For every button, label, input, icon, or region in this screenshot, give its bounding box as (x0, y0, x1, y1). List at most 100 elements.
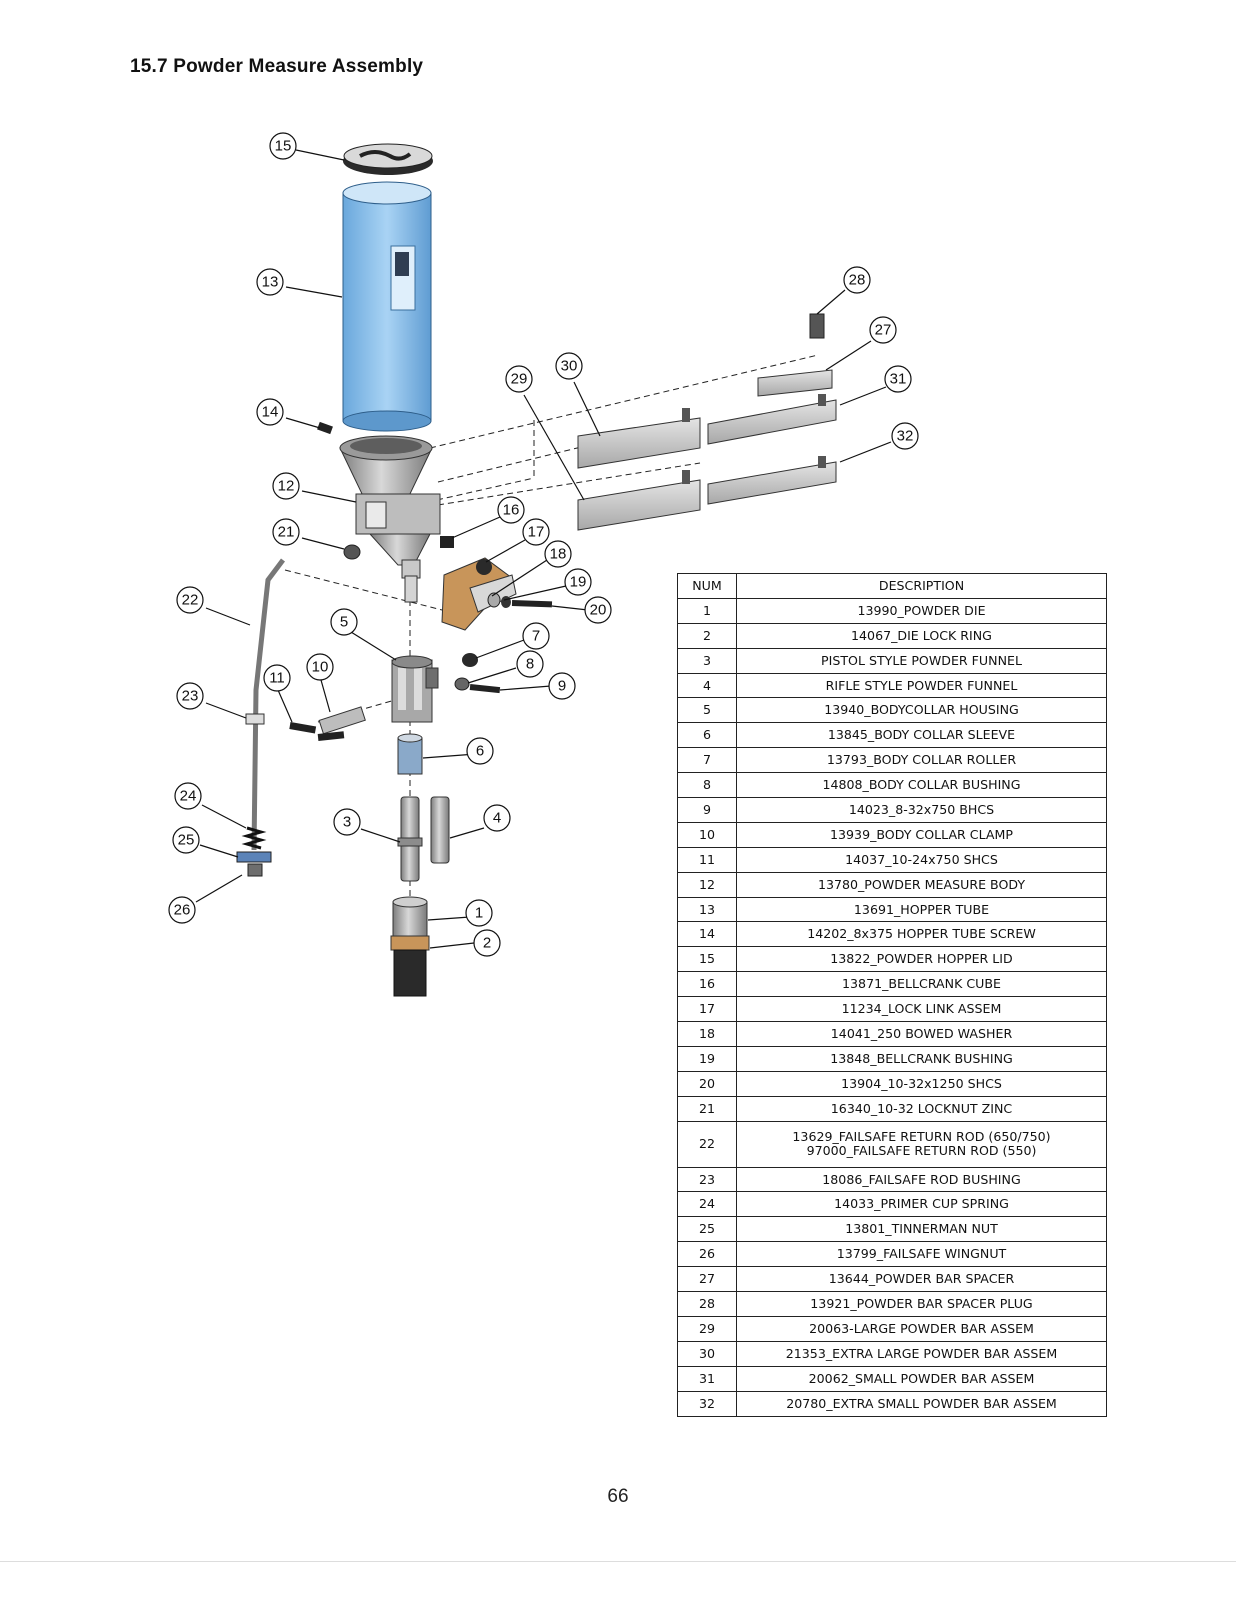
powder-measure-body (339, 435, 441, 603)
callout-10: 10 (312, 659, 329, 676)
part-number: 17 (677, 996, 737, 1023)
die-lock-ring (390, 935, 430, 997)
locknut (343, 544, 361, 560)
body-collar-bushing (454, 677, 470, 691)
part-number: 3 (677, 647, 737, 674)
callout-25: 25 (178, 832, 195, 849)
part-number: 16 (677, 971, 737, 998)
part-description: 20780_EXTRA SMALL POWDER BAR ASSEM (736, 1390, 1107, 1417)
failsafe-return-rod (236, 558, 285, 877)
bellcrank-hardware (487, 592, 553, 608)
part-description: 13940_BODYCOLLAR HOUSING (736, 697, 1107, 724)
callout-2: 2 (483, 935, 491, 952)
callout-11: 11 (269, 670, 285, 687)
callout-19: 19 (570, 574, 587, 591)
callout-16: 16 (503, 502, 520, 519)
leader-lines (195, 149, 892, 949)
part-description: 13990_POWDER DIE (736, 597, 1107, 624)
callout-9: 9 (558, 678, 566, 695)
hopper-tube (342, 181, 432, 432)
callout-12: 12 (278, 478, 295, 495)
part-description: 13921_POWDER BAR SPACER PLUG (736, 1291, 1107, 1317)
rifle-powder-funnel (430, 796, 450, 864)
part-number: 8 (677, 772, 737, 799)
part-description: 14023_8-32x750 BHCS (736, 797, 1107, 823)
callout-17: 17 (528, 524, 545, 541)
callout-30: 30 (561, 358, 578, 375)
part-description: RIFLE STYLE POWDER FUNNEL (736, 672, 1107, 699)
part-description: 14202_8x375 HOPPER TUBE SCREW (736, 921, 1107, 948)
part-description: 16340_10-32 LOCKNUT ZINC (736, 1095, 1107, 1122)
body-collar-roller (462, 653, 478, 667)
callout-3: 3 (343, 814, 351, 831)
callout-8: 8 (526, 656, 534, 673)
body-collar-sleeve (397, 733, 423, 775)
part-number: 25 (677, 1216, 737, 1243)
bhcs-screw (469, 684, 501, 694)
lock-link (441, 557, 517, 631)
pistol-powder-funnel (397, 796, 423, 882)
callout-6: 6 (476, 743, 484, 760)
callout-18: 18 (550, 546, 567, 563)
part-description: 13848_BELLCRANK BUSHING (736, 1045, 1107, 1072)
callout-26: 26 (174, 902, 191, 919)
part-number: 18 (677, 1021, 737, 1047)
part-number: 12 (677, 871, 737, 898)
part-description: 11234_LOCK LINK ASSEM (736, 996, 1107, 1023)
part-description: 13871_BELLCRANK CUBE (736, 971, 1107, 998)
bellcrank-cube (440, 536, 454, 548)
part-number: 11 (677, 846, 737, 873)
part-description: 21353_EXTRA LARGE POWDER BAR ASSEM (736, 1340, 1107, 1367)
part-description: 14037_10-24x750 SHCS (736, 846, 1107, 873)
part-number: 2 (677, 622, 737, 649)
body-collar-clamp (289, 706, 366, 741)
part-number: 19 (677, 1045, 737, 1072)
part-description: 13691_HOPPER TUBE (736, 896, 1107, 923)
callout-20: 20 (590, 602, 607, 619)
page-number: 66 (607, 1486, 629, 1507)
part-number: 21 (677, 1095, 737, 1122)
hopper-lid (343, 143, 433, 175)
part-number: 10 (677, 821, 737, 848)
part-description: 14067_DIE LOCK RING (736, 622, 1107, 649)
part-description: 13822_POWDER HOPPER LID (736, 946, 1107, 973)
part-number: 13 (677, 896, 737, 923)
part-number: 28 (677, 1291, 737, 1317)
part-description: 13629_FAILSAFE RETURN ROD (650/750)97000… (736, 1120, 1107, 1168)
extra-large-powder-bar (577, 408, 701, 469)
large-powder-bar (577, 470, 701, 531)
part-description: 20063-LARGE POWDER BAR ASSEM (736, 1315, 1107, 1342)
callout-28: 28 (849, 272, 866, 289)
hopper-tube-screw (317, 421, 333, 435)
part-number: 26 (677, 1241, 737, 1268)
part-description: 14808_BODY COLLAR BUSHING (736, 772, 1107, 799)
powder-bar-spacer-plug (809, 313, 825, 339)
callout-15: 15 (275, 138, 292, 155)
part-number: 22 (677, 1120, 737, 1168)
part-number: 6 (677, 722, 737, 749)
part-number: 7 (677, 747, 737, 774)
